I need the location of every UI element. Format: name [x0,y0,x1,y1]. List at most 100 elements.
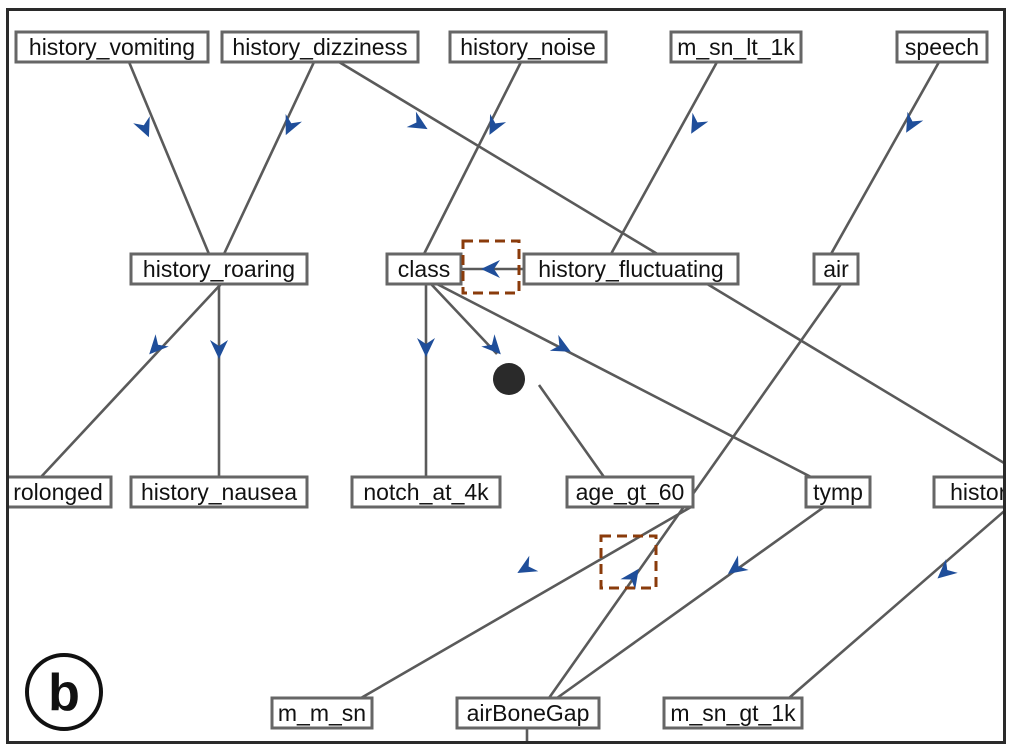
arrowhead-icon [210,340,228,359]
node-label: history_noise [460,34,596,60]
arrowhead-icon [481,260,500,278]
node-m-m-sn[interactable]: m_m_sn [270,696,374,730]
node-m-sn-gt-1k[interactable]: m_sn_gt_1k [662,696,804,730]
edge-class-to-age_gt_60 [430,283,606,478]
node-history-vomiting[interactable]: history_vomiting [14,30,210,64]
edge-age_gt_60-to-m_m_sn [360,505,692,700]
edge-class-to-tymp [436,282,812,479]
edge-m_sn_lt_1k-to-history_fluctuating [609,61,719,255]
node-history-right[interactable]: history [932,475,1006,509]
node-label: history_dizziness [232,34,407,60]
node-box [804,475,872,509]
node-label: history [950,479,1006,505]
node-box [350,475,502,509]
arrowhead-icon [937,559,958,579]
node-label: history_roaring [143,256,295,282]
highlight-box-air-edge [599,534,658,590]
arrowhead-icon [406,111,428,130]
node-box [129,475,309,509]
node-label: notch_at_4k [363,479,489,505]
arrowhead-icon [285,114,302,136]
arrowhead-icon [620,568,639,590]
node-tymp[interactable]: tymp [804,475,872,509]
node-box [129,252,309,286]
node-label: history_nausea [141,479,297,505]
edge-line [127,61,211,255]
edge-line [222,61,316,255]
arrowhead-icon [149,334,169,355]
edge-line [360,505,692,700]
node-label: history_vomiting [29,34,195,60]
node-air[interactable]: air [812,252,860,286]
highlight-box-class-edge [461,239,521,295]
edge-line [829,61,941,255]
node-history-roaring[interactable]: history_roaring [129,252,309,286]
edge-history_right-to-m_sn_gt_1k [788,510,1003,699]
edge-history_vomiting-to-history_roaring [127,61,211,255]
edge-class-to-notch_at_4k [417,284,435,477]
edge-line [422,61,523,255]
node-history-fluctuating[interactable]: history_fluctuating [522,252,740,286]
edge-speech-to-air [829,61,941,255]
node-label: m_sn_gt_1k [670,700,796,726]
node-label: speech [905,34,979,60]
node-speech[interactable]: speech [895,30,989,64]
node-label: airBoneGap [467,700,590,726]
node-label: history_fluctuating [538,256,723,282]
node-box [455,696,601,730]
node-box [448,30,608,64]
node-label: m_m_sn [278,700,366,726]
node-box [812,252,860,286]
edge-line [436,282,812,479]
node-label: age_gt_60 [576,479,685,505]
node-box [895,30,989,64]
node-age-gt-60[interactable]: age_gt_60 [565,475,695,509]
panel-label-text: b [48,664,80,722]
node-label: tymp [813,479,863,505]
node-box [9,475,113,509]
node-notch-at-4k[interactable]: notch_at_4k [350,475,502,509]
node-box [385,252,463,286]
arrowhead-icon [133,116,150,138]
node-box [14,30,210,64]
node-label: rolonged [13,479,103,505]
node-history-nausea[interactable]: history_nausea [129,475,309,509]
node-box [662,696,804,730]
edge-line [40,283,222,478]
node-class[interactable]: class [385,252,463,286]
arrowhead-icon [906,111,924,133]
node-airBoneGap[interactable]: airBoneGap [455,696,601,730]
edge-history_dizziness-to-history_roaring [222,61,316,255]
node-box [522,252,740,286]
edge-tymp-to-airBoneGap [556,505,825,700]
node-box [932,475,1003,509]
panel-label: b [25,653,103,731]
node-m-sn-lt-1k[interactable]: m_sn_lt_1k [669,30,803,64]
arrowhead-icon [489,113,507,135]
arrowhead-icon [417,338,435,357]
node-history-noise[interactable]: history_noise [448,30,608,64]
node-history-dizziness[interactable]: history_dizziness [220,30,420,64]
node-box [669,30,803,64]
edge-line [556,505,825,700]
node-prolonged[interactable]: rolonged [9,475,113,509]
arrowhead-icon [517,555,539,573]
edge-line [788,510,1003,699]
panel-label-circle [25,653,103,731]
edge-airBoneGap-to-air [547,283,843,699]
edge-history_roaring-to-prolonged [40,283,222,478]
node-box [565,475,695,509]
node-box [220,30,420,64]
arrowhead-icon [691,112,709,134]
arrowhead-icon [481,334,501,355]
arrowhead-icon [549,334,571,352]
cursor-dot [493,363,525,395]
edges-layer [40,60,1003,741]
node-label: class [398,256,450,282]
arrowhead-icon [727,555,749,574]
node-box [270,696,374,730]
edge-history_roaring-to-history_nausea [210,284,228,477]
